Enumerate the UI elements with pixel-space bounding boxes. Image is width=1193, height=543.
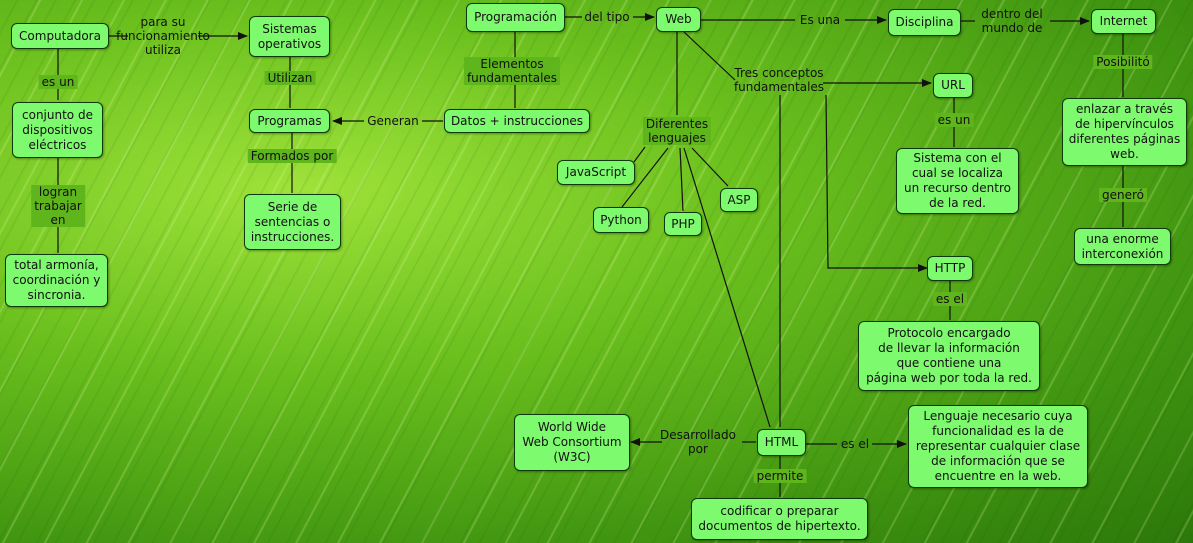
node-interconexion[interactable]: una enorme interconexión [1074, 228, 1171, 265]
link-lenguajes-python [621, 147, 669, 208]
node-web[interactable]: Web [656, 7, 701, 32]
label-genero: generó [1099, 188, 1147, 202]
label-posibilito: Posibilitó [1093, 55, 1153, 69]
node-asp[interactable]: ASP [720, 188, 758, 212]
label-formados-por: Formados por [247, 149, 337, 163]
label-es-una: Es una [799, 13, 841, 27]
node-url[interactable]: URL [933, 73, 973, 98]
node-datos[interactable]: Datos + instrucciones [444, 109, 590, 133]
link-lenguajes-javascript [633, 146, 646, 163]
label-es-un-2: es un [934, 113, 974, 127]
node-php[interactable]: PHP [664, 212, 702, 236]
label-desarrollado: Desarrollado por [660, 428, 736, 456]
node-internet[interactable]: Internet [1091, 9, 1156, 34]
node-sistema-recurso[interactable]: Sistema con el cual se localiza un recur… [896, 148, 1019, 214]
label-dentro-del: dentro del mundo de [981, 7, 1043, 35]
label-elementos: Elementos fundamentales [463, 57, 561, 85]
node-python[interactable]: Python [593, 207, 649, 233]
node-w3c[interactable]: World Wide Web Consortium (W3C) [514, 414, 630, 471]
node-http[interactable]: HTTP [927, 256, 973, 281]
node-conjunto[interactable]: conjunto de dispositivos eléctricos [12, 102, 103, 158]
link-web-conceptos [683, 31, 736, 81]
node-serie[interactable]: Serie de sentencias o instrucciones. [244, 194, 341, 250]
label-para-su: para su funcionamiento utiliza [116, 15, 210, 57]
link-lenguajes-php [679, 147, 684, 212]
node-total[interactable]: total armonía, coordinación y sincronia. [5, 254, 108, 307]
label-generan: Generan [367, 114, 419, 128]
node-enlazar[interactable]: enlazar a través de hipervínculos difere… [1062, 98, 1187, 166]
label-es-el-2: es el [840, 437, 870, 451]
link-lenguajes-asp [691, 147, 729, 187]
node-programas[interactable]: Programas [249, 109, 330, 133]
node-programacion[interactable]: Programación [466, 3, 565, 32]
label-diferentes-lenguajes: Diferentes lenguajes [642, 117, 712, 145]
label-es-el-1: es el [932, 292, 968, 306]
label-tres-conceptos: Tres conceptos fundamentales [733, 66, 825, 94]
node-disciplina[interactable]: Disciplina [888, 9, 961, 36]
link-conceptos-http [825, 94, 928, 272]
node-javascript[interactable]: JavaScript [557, 160, 635, 185]
node-computadora[interactable]: Computadora [11, 23, 109, 49]
label-permite: permite [753, 469, 807, 483]
label-del-tipo: del tipo [584, 10, 630, 24]
node-codificar[interactable]: codificar o preparar documentos de hiper… [691, 498, 868, 540]
node-lenguaje[interactable]: Lenguaje necesario cuya funcionalidad es… [908, 405, 1088, 488]
node-sistemas-operativos[interactable]: Sistemas operativos [249, 16, 330, 57]
node-html[interactable]: HTML [757, 429, 806, 456]
node-protocolo[interactable]: Protocolo encargado de llevar la informa… [858, 321, 1040, 391]
label-logran: logran trabajar en [31, 185, 85, 227]
link-lenguajes-html [683, 147, 771, 428]
label-utilizan: Utilizan [264, 71, 316, 85]
label-es-un-1: es un [38, 75, 78, 89]
